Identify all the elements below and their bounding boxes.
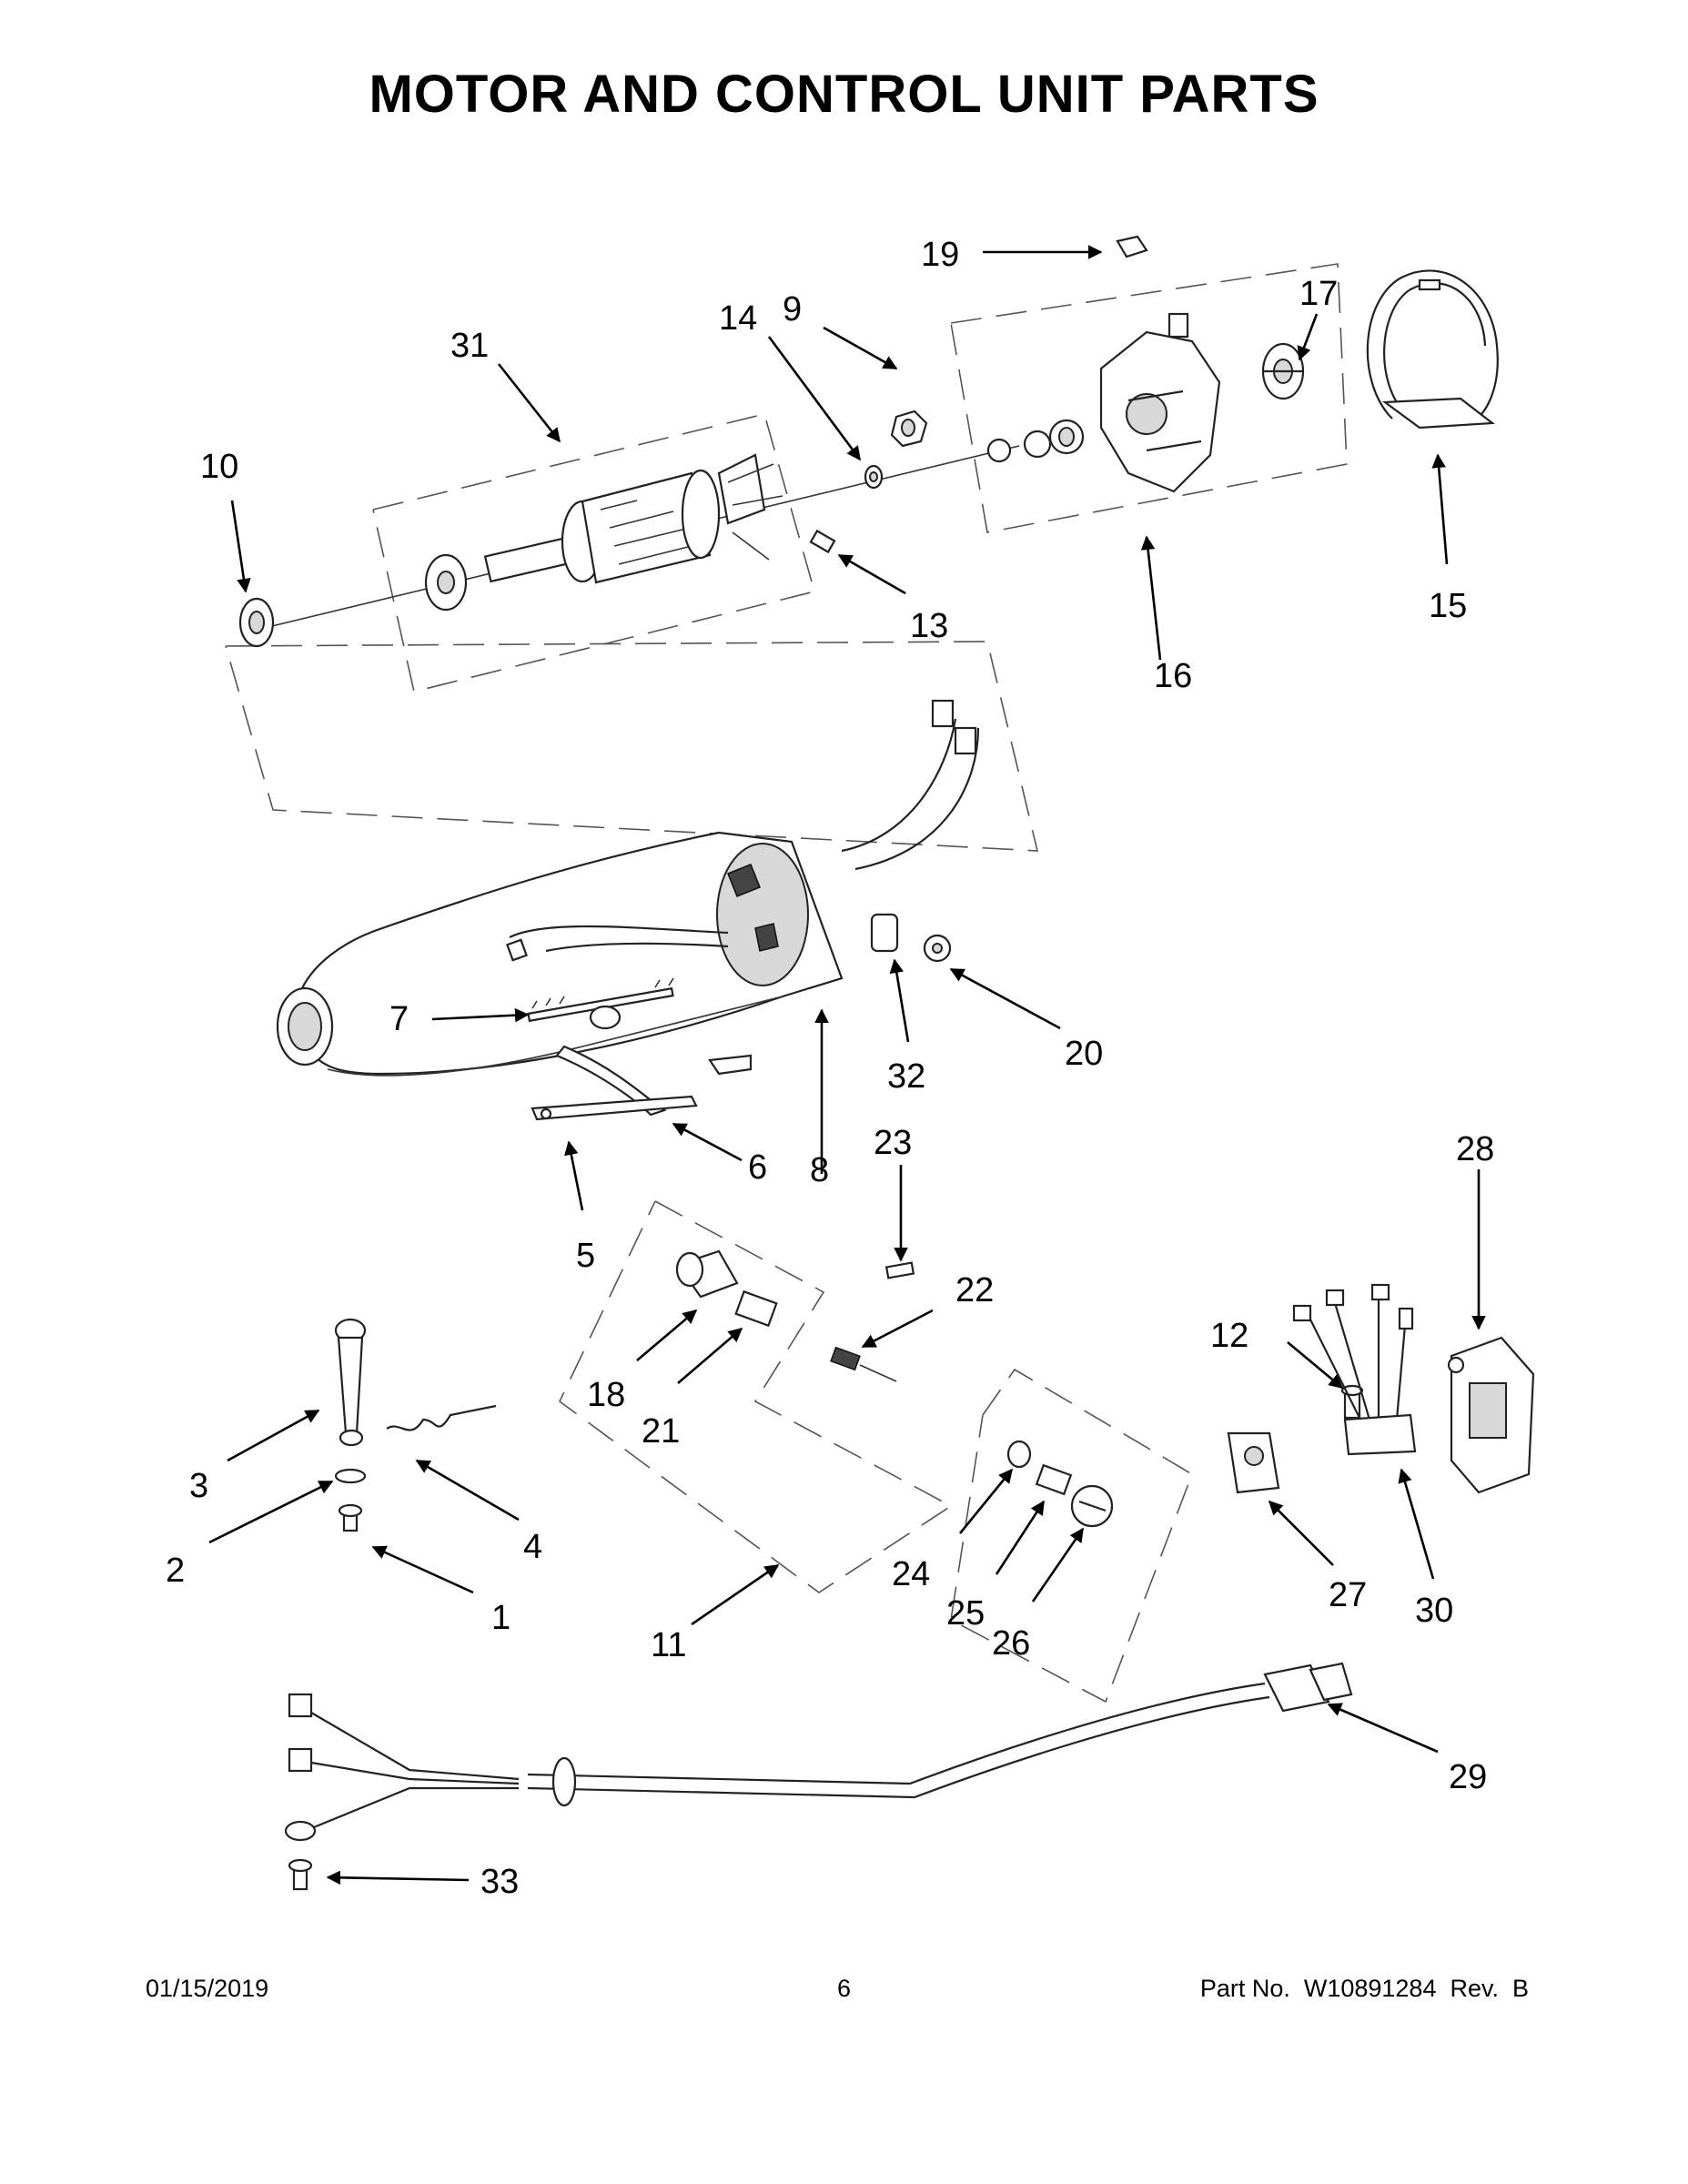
part-20-star-washer <box>923 934 952 963</box>
callout-24: 24 <box>892 1555 930 1593</box>
end-bell-group-outline <box>950 263 1348 533</box>
footer-page-number: 6 <box>836 1975 852 2002</box>
callout-21: 21 <box>642 1412 680 1451</box>
callout-18: 18 <box>587 1376 625 1414</box>
part-27-terminal-block <box>1227 1431 1280 1494</box>
callout-9: 9 <box>783 290 802 329</box>
callout-30: 30 <box>1415 1592 1453 1630</box>
part-22-carbon-brush <box>830 1346 897 1382</box>
part-30-harness <box>1292 1283 1417 1456</box>
callout-1: 1 <box>491 1599 510 1637</box>
part-18-brush-holder <box>675 1249 739 1299</box>
motor-housing-outline <box>225 641 1039 852</box>
callout-11: 11 <box>651 1626 686 1664</box>
callout-19: 19 <box>921 236 959 274</box>
part-24-brush-spring <box>1006 1440 1032 1469</box>
part-8-motor-housing <box>276 699 980 1077</box>
part-2-washer <box>334 1468 367 1484</box>
part-14-washer <box>864 464 884 490</box>
callout-13: 13 <box>910 607 948 645</box>
part-33-ground-screw <box>288 1858 313 1891</box>
callout-25: 25 <box>946 1594 985 1633</box>
page-title: MOTOR AND CONTROL UNIT PARTS <box>369 65 1319 124</box>
armature-group-outline <box>372 413 815 693</box>
part-31-armature <box>424 453 783 612</box>
callout-14: 14 <box>719 299 757 338</box>
callout-4: 4 <box>523 1528 542 1566</box>
callout-16: 16 <box>1154 657 1192 695</box>
control-unit-group-outline <box>558 1200 953 1593</box>
part-5-ground-strap <box>531 1095 698 1121</box>
part-17-bearing <box>1261 342 1305 400</box>
callout-23: 23 <box>874 1124 912 1162</box>
footer-part-number: Part No. W10891284 Rev. B <box>1199 1975 1529 2002</box>
part-4-spring <box>386 1404 497 1431</box>
part-6-bracket <box>555 1045 753 1117</box>
part-19-clip <box>1116 235 1148 258</box>
part-10-washer <box>238 597 275 648</box>
callout-31: 31 <box>450 327 489 365</box>
part-21-brush <box>734 1289 778 1328</box>
callout-26: 26 <box>992 1624 1030 1663</box>
callout-7: 7 <box>389 1000 409 1038</box>
callout-6: 6 <box>748 1148 767 1187</box>
speed-control-group-outline <box>950 1368 1193 1704</box>
callout-10: 10 <box>200 448 238 486</box>
callout-29: 29 <box>1449 1758 1487 1796</box>
part-29-power-cord <box>284 1662 1353 1842</box>
callout-5: 5 <box>576 1237 595 1275</box>
footer-date: 01/15/2019 <box>146 1975 269 2002</box>
callout-labels: 19 9 14 31 17 10 13 15 16 7 32 20 23 28 … <box>166 236 1494 1901</box>
callout-28: 28 <box>1456 1130 1494 1168</box>
callout-33: 33 <box>480 1863 519 1901</box>
part-16-end-bell <box>986 312 1221 493</box>
leader-arrows <box>208 245 1486 1886</box>
part-26-brush-cap <box>1070 1484 1114 1528</box>
part-9-nut <box>890 410 928 448</box>
callout-15: 15 <box>1429 587 1467 625</box>
part-1-screw <box>338 1503 363 1532</box>
part-32-sleeve <box>870 913 899 953</box>
callout-3: 3 <box>189 1467 208 1505</box>
callout-17: 17 <box>1299 275 1338 313</box>
part-28-control-board <box>1447 1336 1535 1494</box>
part-3-speed-lever <box>334 1318 367 1447</box>
part-13-spacer <box>809 529 836 554</box>
part-15-retainer-ring <box>1366 269 1499 430</box>
part-25-spring <box>1035 1463 1073 1496</box>
callout-20: 20 <box>1065 1035 1103 1073</box>
part-23-spring <box>884 1261 915 1279</box>
callout-27: 27 <box>1329 1576 1367 1614</box>
callout-8: 8 <box>810 1151 829 1189</box>
callout-12: 12 <box>1210 1317 1248 1355</box>
callout-32: 32 <box>887 1057 925 1096</box>
callout-2: 2 <box>166 1552 185 1590</box>
callout-22: 22 <box>955 1271 994 1309</box>
